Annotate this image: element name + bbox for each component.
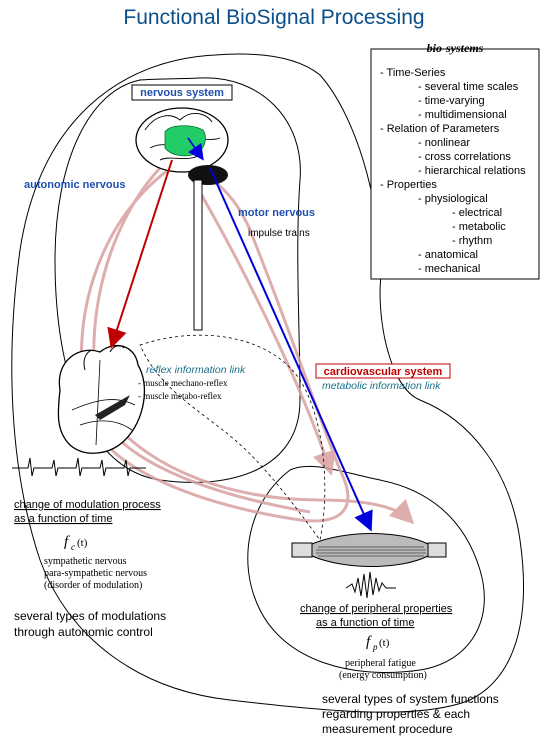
peripheral-heading-2: as a function of time (316, 617, 414, 629)
spinal-cord (193, 179, 203, 331)
biosystems-item: - Relation of Parameters (380, 123, 500, 135)
fatigue-line-2: (energy consumption) (339, 670, 427, 681)
svg-text:(t): (t) (379, 637, 390, 649)
nervous-system-box (131, 84, 233, 101)
brain-illustration (135, 107, 229, 331)
functions-line-1: several types of system functions (322, 692, 499, 706)
modulation-heading-1: change of modulation process (14, 499, 161, 511)
svg-text:(t): (t) (77, 537, 88, 549)
biosystems-item: - cross correlations (418, 151, 511, 163)
biosystems-panel: bio-systems - Time-Series - several time … (370, 41, 540, 280)
functions-line-2: regarding properties & each (322, 707, 470, 721)
svg-text:f: f (366, 634, 372, 650)
biosystems-heading: bio-systems (427, 41, 484, 55)
modulations-line-1: several types of modulations (14, 609, 166, 623)
ecg-trace (12, 457, 146, 477)
inner-boundary-nervous (54, 77, 301, 483)
biosystems-item: - nonlinear (418, 137, 470, 149)
motor-nervous-label: motor nervous (238, 207, 315, 219)
inner-boundary-peripheral (247, 465, 485, 673)
impulse-trains-label: impulse trains (248, 228, 310, 239)
biosystems-item: - metabolic (452, 221, 506, 233)
heart-illustration (57, 344, 146, 454)
biosystems-item: - rhythm (452, 235, 492, 247)
biosystems-item: - Time-Series (380, 67, 446, 79)
emg-trace (345, 571, 396, 599)
peripheral-heading-1: change of peripheral properties (300, 603, 453, 615)
biosystems-item: - multidimensional (418, 109, 507, 121)
reflex-link-label: reflex information link (146, 364, 246, 376)
sympathetic-line-1: sympathetic nervous (44, 556, 127, 567)
fp-formula: f p (t) (366, 634, 390, 652)
biosystems-item: - Properties (380, 179, 437, 191)
brain-internal-arrow (187, 137, 204, 161)
svg-text:c: c (71, 542, 75, 552)
fatigue-line-1: peripheral fatigue (345, 658, 416, 669)
autonomic-arrow (107, 159, 173, 349)
modulations-line-2: through autonomic control (14, 625, 153, 639)
biosystems-item: - anatomical (418, 249, 478, 261)
biosystems-item: - mechanical (418, 263, 480, 275)
biosystems-item: - several time scales (418, 81, 519, 93)
reflex-dashed-loop (139, 334, 326, 541)
biosystems-item: - hierarchical relations (418, 165, 526, 177)
sympathetic-line-2: para-sympathetic nervous (44, 568, 147, 579)
mechano-reflex-label: - muscle mechano-reflex (138, 378, 228, 388)
muscle-illustration (291, 533, 447, 567)
biosystems-item: - physiological (418, 193, 488, 205)
diagram-title: Functional BioSignal Processing (123, 6, 424, 29)
biosystems-item: - time-varying (418, 95, 485, 107)
autonomic-nervous-label: autonomic nervous (24, 179, 125, 191)
motor-arrow (209, 167, 373, 532)
metabolic-link-label: metabolic information link (322, 380, 441, 392)
brain-highlight (164, 125, 206, 157)
functions-line-3: measurement procedure (322, 722, 453, 736)
fc-formula: f c (t) (64, 534, 88, 552)
nervous-system-label: nervous system (140, 87, 224, 99)
biosystems-item: - electrical (452, 207, 502, 219)
svg-text:f: f (64, 534, 70, 550)
cardiovascular-label: cardiovascular system (324, 366, 443, 378)
sympathetic-line-3: (disorder of modulation) (44, 580, 142, 591)
modulation-heading-2: as a function of time (14, 513, 112, 525)
cardiovascular-box (315, 363, 451, 379)
metabo-reflex-label: - muscle metabo-reflex (138, 391, 222, 401)
svg-text:p: p (372, 642, 378, 652)
